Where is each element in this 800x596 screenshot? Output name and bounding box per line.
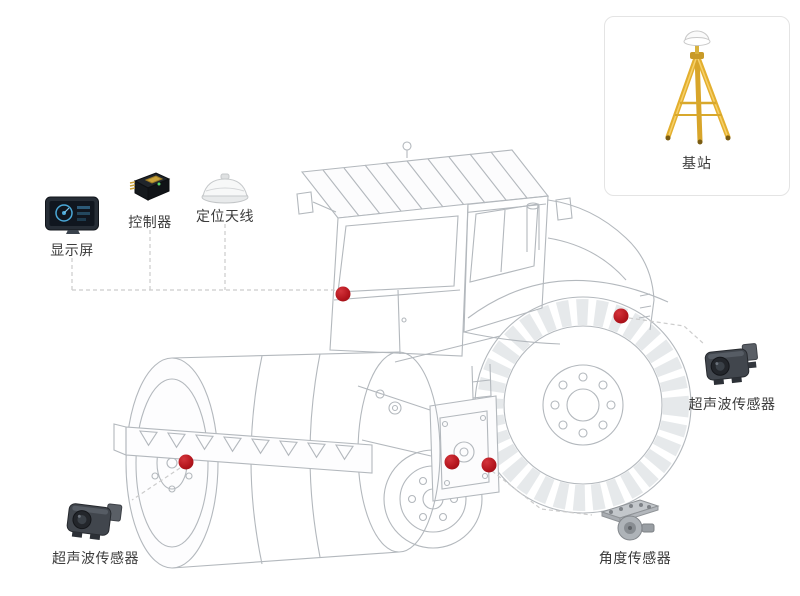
display-label: 显示屏 [50, 242, 94, 258]
ultrasonic-sensor-icon [60, 494, 126, 551]
cab-marker [335, 286, 351, 302]
frame-arms [357, 385, 432, 457]
controller-icon [126, 168, 176, 211]
ultrasonic-right-label: 超声波传感器 [688, 396, 776, 412]
drum-marker [178, 454, 194, 470]
frame-left-marker [444, 454, 460, 470]
ultrasonic-sensor-icon [700, 338, 764, 395]
scraper-bar [113, 423, 373, 474]
cab [296, 141, 573, 357]
base-station-box: 基站 [604, 16, 790, 196]
chassis-plate [375, 335, 501, 502]
angle-sensor-label: 角度传感器 [598, 550, 672, 566]
frame-right-marker [481, 457, 497, 473]
angle-sensor-icon [596, 494, 664, 551]
connector-ultrasonic-right [628, 317, 705, 345]
engine-hood [463, 199, 655, 345]
connector-display-group [71, 224, 342, 294]
controller-label: 控制器 [128, 214, 172, 230]
antenna-icon [198, 172, 252, 209]
ultrasonic-left-label: 超声波传感器 [52, 550, 139, 566]
connector-ultrasonic-left [131, 467, 181, 501]
base-station-label: 基站 [682, 155, 712, 171]
antenna-label: 定位天线 [196, 208, 254, 224]
display-icon [44, 194, 102, 241]
base-station-tripod-icon [665, 30, 731, 145]
body-right-marker [613, 308, 629, 324]
